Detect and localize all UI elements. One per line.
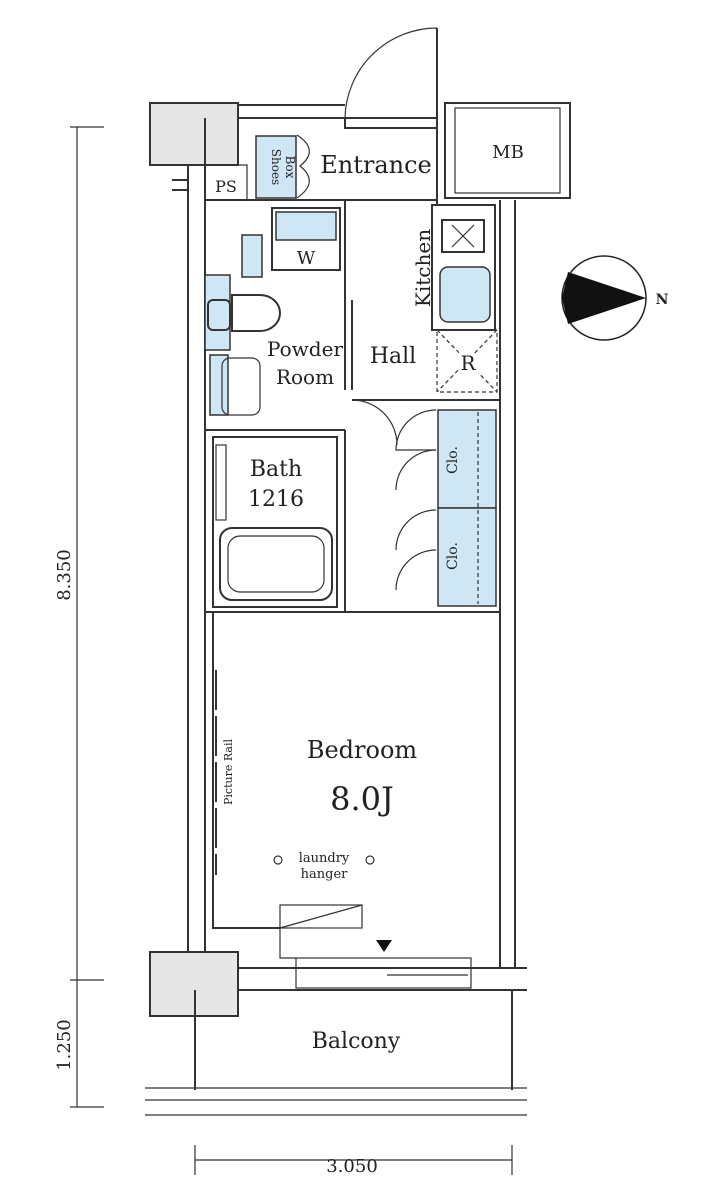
label-shoes: Shoes [269,149,283,185]
kitchen-counter [431,204,496,331]
aircon-unit [279,904,363,929]
refrigerator-space [436,329,498,393]
label-balcony: Balcony [312,1029,401,1054]
walls [145,104,527,1116]
laundry-hook-right [365,855,375,865]
toilet [231,294,281,332]
label-box: Box [283,156,297,179]
label-bedroom-size: 8.0J [330,780,394,818]
label-powder-room: Powder [267,337,343,361]
sink-icon [439,266,491,323]
label-laundry: laundry [299,851,350,866]
label-kitchen: Kitchen [411,229,435,307]
label-picture-rail: Picture Rail [222,739,235,805]
label-ps: PS [215,177,237,196]
stove-icon [441,219,485,253]
label-hanger: hanger [301,867,349,882]
closet-doors[interactable] [351,399,437,591]
compass-icon [561,255,647,341]
dimension-width: 3.050 [326,1156,378,1177]
label-entrance: Entrance [320,151,432,179]
meter-box [444,102,571,199]
label-hall: Hall [370,344,416,369]
closet-2[interactable] [437,507,497,607]
label-closet-1: Clo. [445,446,461,474]
label-refrigerator: R [460,351,476,375]
label-closet-2: Clo. [445,542,461,570]
dimension-lines [70,126,513,1175]
label-bedroom: Bedroom [307,736,418,764]
label-washer: W [297,248,316,269]
bathtub [219,527,333,601]
dimension-balcony-depth: 1.250 [54,1019,75,1071]
label-mb: MB [492,142,524,163]
bathroom [212,436,338,608]
shoes-box [255,135,297,199]
entrance-door[interactable] [344,27,438,119]
label-bath-size: 1216 [248,487,304,512]
dimension-total-depth: 8.350 [54,549,75,601]
washer-space [271,207,341,271]
column-top-left [149,102,239,166]
label-powder-room-2: Room [276,365,334,389]
main-entrance-marker-icon [376,940,392,952]
compass-north-label: N [656,292,669,308]
closet-1[interactable] [437,409,497,509]
label-bath: Bath [250,457,302,482]
laundry-hook-left [273,855,283,865]
